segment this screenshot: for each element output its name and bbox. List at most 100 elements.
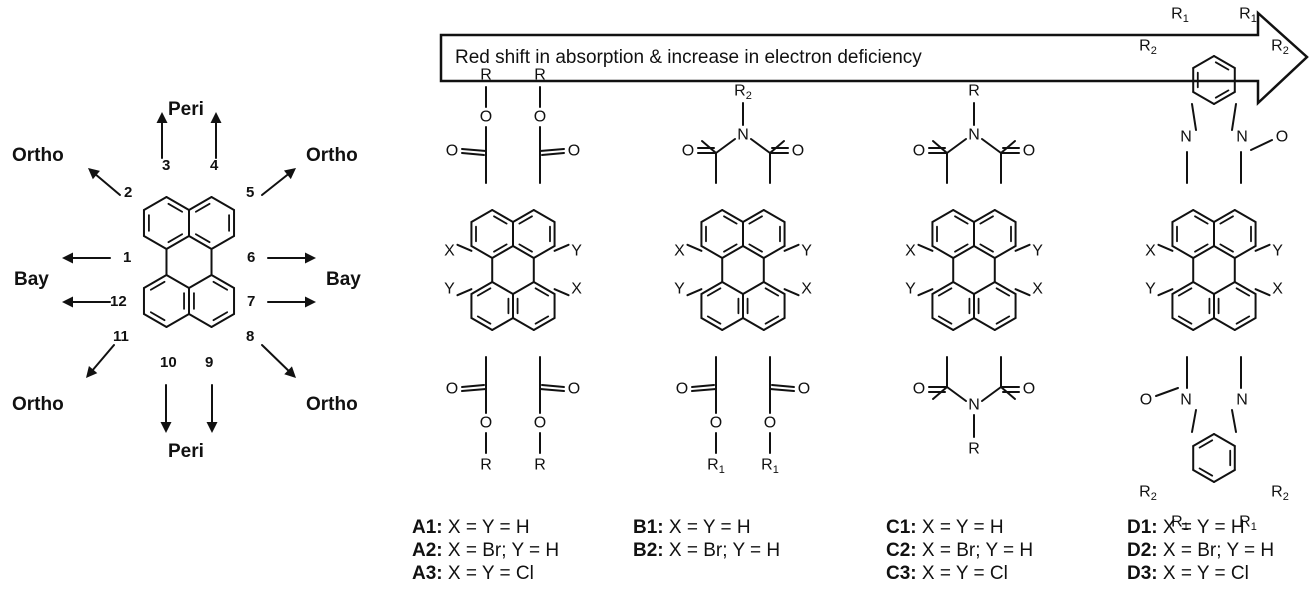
core-a-bond (532, 317, 556, 331)
arrow-bay-7-head (305, 296, 316, 308)
position-9: 9 (205, 354, 214, 371)
core-a-bond (532, 245, 556, 259)
double-bond-inner (167, 233, 184, 244)
carbonyl-bond (771, 384, 795, 388)
carbonyl-bond (691, 388, 717, 392)
position-8: 8 (246, 328, 255, 345)
banner-text: Red shift in absorption & increase in el… (455, 47, 922, 68)
arrow-peri-3-head (156, 112, 168, 123)
double-bond-inner (518, 215, 533, 225)
double-bond-inner (534, 315, 550, 325)
benzo-ring-bond (1192, 91, 1215, 105)
y-substituent: Y (1272, 242, 1283, 259)
core-b-bond (762, 245, 786, 259)
core-b-bond (762, 281, 786, 295)
core-c-bond (973, 281, 996, 295)
core-d-bond (1233, 209, 1257, 223)
y-substituent: Y (674, 281, 685, 298)
arrow-bay-6-head (305, 252, 316, 264)
perylene-bond (188, 313, 213, 328)
core-a-bond (512, 281, 535, 295)
compound-code: A1: (412, 517, 443, 538)
core-c-bond (993, 281, 1017, 295)
carbonyl-bond (541, 152, 565, 156)
substituent-bond (553, 288, 570, 297)
x-substituent: X (674, 242, 685, 259)
core-b-bond (762, 209, 786, 223)
substituent-bond (917, 243, 934, 252)
y-substituent: Y (1032, 242, 1043, 259)
oxygen-label: O (710, 415, 722, 432)
position-5: 5 (246, 184, 255, 201)
core-b-bond (721, 209, 744, 223)
r2-label: R2 (734, 83, 752, 103)
oxygen-label: O (1023, 143, 1035, 160)
double-bond-inner (194, 233, 211, 244)
x-substituent: X (571, 281, 582, 298)
perylene-bond (165, 235, 190, 250)
r2-label: R2 (1139, 484, 1157, 504)
core-d-bond (1171, 209, 1195, 223)
caption-group-c: C1: X = Y = H C2: X = Br; Y = H C3: X = … (886, 516, 1033, 585)
perylene-bond (142, 196, 168, 211)
double-bond-inner (518, 243, 533, 253)
carbonyl-bond (461, 148, 487, 152)
carbonyl-bond (539, 388, 565, 392)
perylene-bond (188, 196, 213, 211)
imidazole-bond (1231, 103, 1237, 131)
carbonyl-bond (1155, 387, 1179, 397)
double-bond-inner (1235, 287, 1251, 297)
position-2: 2 (124, 184, 133, 201)
bay-label-right: Bay (326, 269, 361, 290)
r1-label: R1 (1171, 6, 1189, 26)
core-d-bond (1233, 317, 1257, 331)
compound-code: D2: (1127, 540, 1158, 561)
position-12: 12 (110, 293, 127, 310)
y-substituent: Y (801, 242, 812, 259)
imidazole-bond (1191, 103, 1197, 131)
arrow-ortho-11-head (86, 366, 98, 378)
nitrogen-label: N (1236, 392, 1248, 409)
perylene-bond (142, 235, 168, 250)
bay-label-left: Bay (14, 269, 49, 290)
imide-bond (715, 138, 736, 154)
substituent-bond (783, 243, 800, 252)
perylene-bond (165, 313, 190, 328)
double-bond-inner (149, 280, 166, 291)
core-b-bond (721, 281, 744, 295)
substituent-bond (1014, 288, 1031, 297)
compound-substituents: X = Y = Cl (442, 563, 534, 584)
core-d-bond (1213, 209, 1236, 223)
oxygen-label: O (534, 415, 546, 432)
caption-group-d: D1: X = Y = H D2: X = Br; Y = H D3: X = … (1127, 516, 1274, 585)
core-a-bond (532, 209, 556, 223)
benzo-ring-bond (1213, 469, 1236, 483)
y-substituent: Y (1145, 281, 1156, 298)
double-bond-inner (149, 311, 166, 322)
double-bond-inner (1219, 243, 1234, 253)
r1-label: R1 (761, 457, 779, 477)
double-bond-inner (212, 311, 229, 322)
benzo-ring-bond (1213, 91, 1236, 105)
nitrogen-label: N (968, 397, 980, 414)
core-d-bond (1213, 281, 1236, 295)
arrow-bay-12-head (62, 296, 73, 308)
oxygen-label: O (1023, 381, 1035, 398)
compound-substituents: X = Br; Y = H (442, 540, 560, 561)
compound-substituents: X = Br; Y = H (1157, 540, 1275, 561)
ortho-label-bottom-left: Ortho (12, 394, 64, 415)
r-label: R (480, 457, 492, 474)
core-a-bond (512, 317, 535, 331)
compound-substituents: X = Y = Cl (916, 563, 1008, 584)
r1-label: R1 (1239, 6, 1257, 26)
perylene-bond (142, 313, 168, 328)
double-bond-inner (167, 202, 184, 213)
imide-bond (946, 386, 967, 402)
benzo-ring-bond (1192, 433, 1215, 447)
substituent-bond (686, 243, 703, 252)
core-b-bond (742, 245, 765, 259)
core-b-bond (721, 245, 744, 259)
double-bond-inner (476, 315, 492, 325)
substituent-bond (1157, 288, 1174, 297)
core-a-bond (512, 209, 535, 223)
